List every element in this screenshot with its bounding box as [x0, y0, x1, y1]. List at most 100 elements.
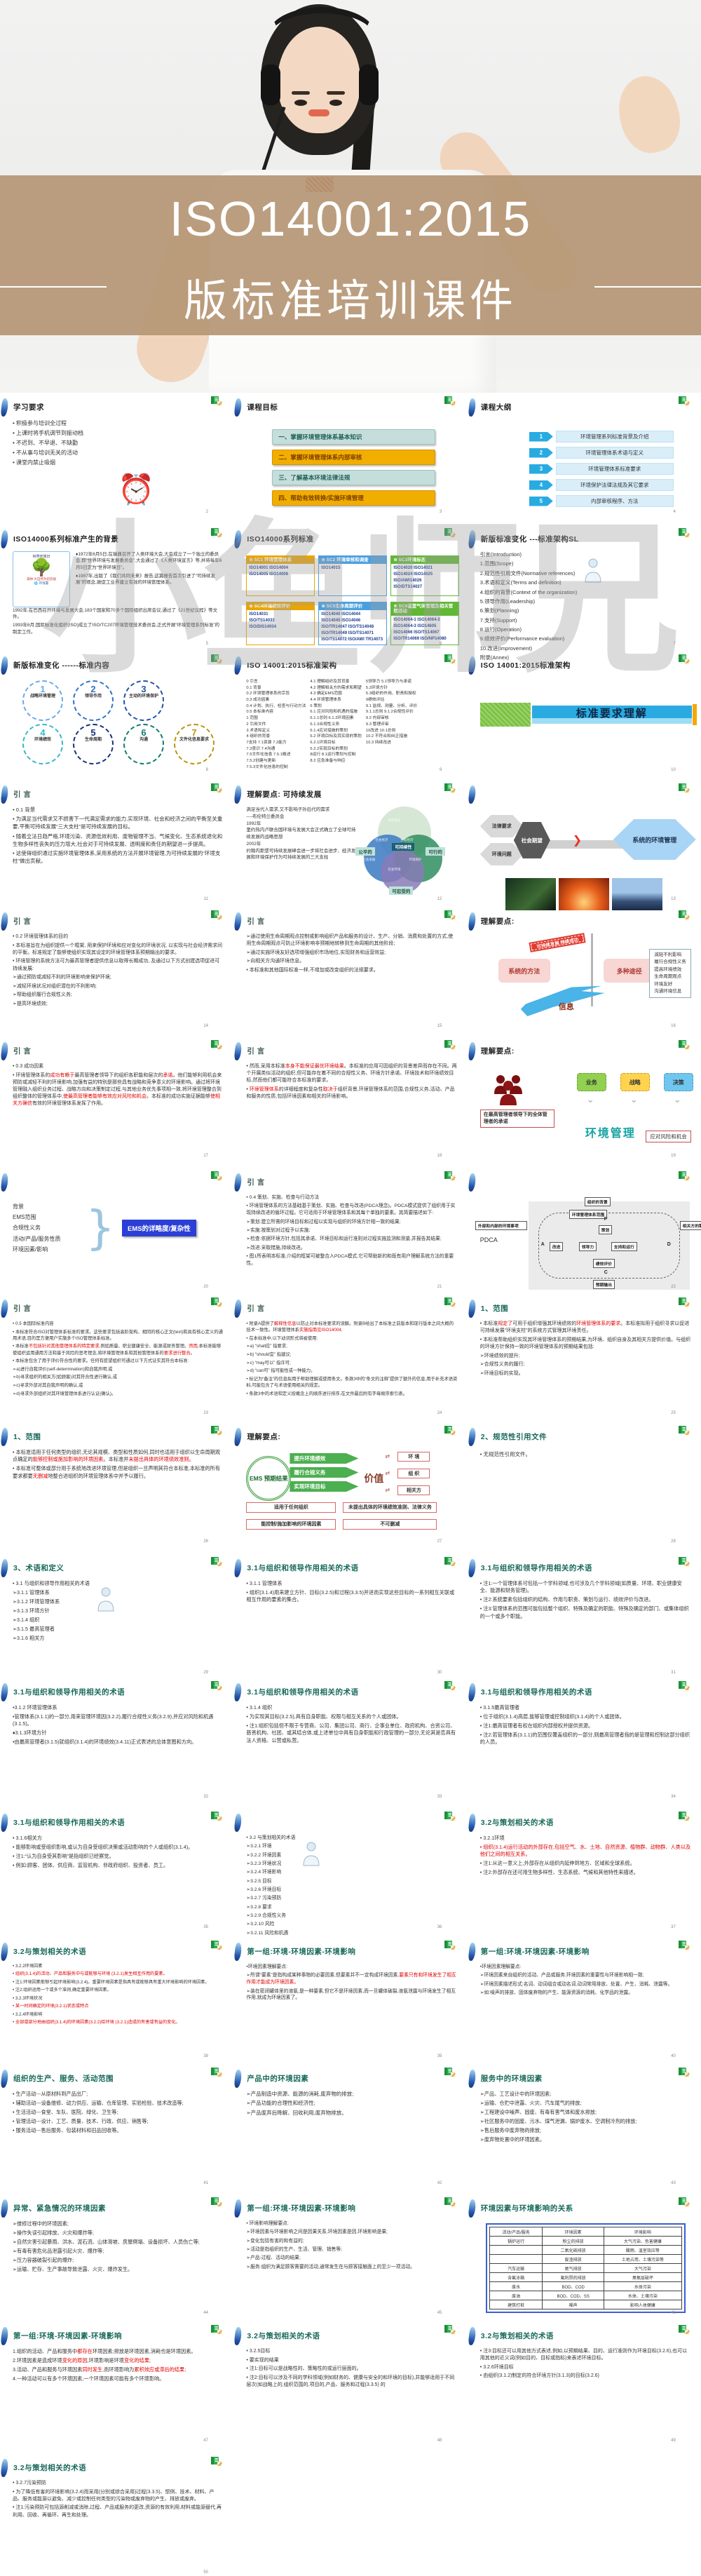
slide-title: 引 言	[13, 1046, 32, 1056]
slide-body: • 3.1.5最高管理者• 位于组织(3.1.4)高层,能够管理或控制组织(3.…	[468, 1701, 701, 1746]
iso-series-box-header: ⊕ SC4环境绩效评价	[247, 602, 315, 611]
circle-number: 7	[191, 727, 197, 738]
venn-text-line: 约翰内斯堡可持续发展峰会进一步将社会进步、经济发展和环境保护作为可持续发展的三大…	[246, 848, 356, 861]
notebook-icon	[444, 1940, 456, 1950]
tree-line: 0.2 环境管理体系的宗旨	[246, 692, 290, 696]
notebook-icon	[678, 396, 690, 406]
act-node: 改进	[549, 1242, 564, 1251]
slide-body: • 3.2 与策划相关的术语➢3.2.1 环境➢3.2.2 环境因素➢3.2.3…	[233, 1832, 467, 1938]
tree-line: 4.1 理解组织及其背景	[310, 680, 350, 684]
highlight-red-text: 成功有赖于	[50, 1072, 75, 1078]
brush-stroke-icon	[0, 1813, 9, 1833]
brush-stroke-icon	[234, 1173, 243, 1192]
flow-arrow: ⌄	[629, 1094, 638, 1105]
slide-header: 服务中的环境因素	[468, 2064, 701, 2089]
text-line: • 条款3中的术语和定义按概念上的顺序进行排序,在文件最后附有字母顺序索引表。	[246, 1391, 457, 1397]
highlight-red-text: 能够控制或施加影响的环境因素	[32, 1456, 104, 1463]
slide-body: • 0.1 背景• 为满足当代需求又不损害下一代满足需求的能力,实现环境、社会和…	[0, 804, 233, 865]
brush-stroke-icon	[468, 1427, 477, 1447]
iso-series-box-header: ⊕ SC1 环境管理体系	[247, 556, 315, 565]
slide-thumbnail: 环境因素与环境影响的关系活动/产品/服务环境因素环境影响锅炉运行粉尘的排放大气污…	[468, 2194, 701, 2317]
venn-center-label: 可持续性	[392, 843, 415, 851]
text-segment: ➢提高环境绩效;	[13, 1002, 48, 1007]
text-segment: • 服务活动---售后服务、包装材料和旧品回收等。	[13, 2126, 122, 2133]
text-line: • 0.3 成功因素	[13, 1063, 224, 1070]
slide-header	[468, 780, 701, 804]
slide-header: 2、规范性引用文件	[468, 1422, 701, 1447]
brush-stroke-icon	[234, 656, 243, 675]
text-segment: • 为了降低有害的环境影响(3.2.4)而采用(分别或综合采用)过程(3.3.5…	[13, 2489, 215, 2502]
slide-title: 第一组:环境-环境因素-环境影响	[480, 1947, 590, 1956]
objective-bar: 二、掌握环境管理体系内部审核	[272, 450, 436, 465]
ribbon-sign: 可持续发展 持续成功	[529, 933, 586, 952]
photo-strip	[480, 878, 691, 910]
text-segment: • 不从事与培训无关的活动	[13, 450, 79, 457]
text-line: ➢产品、工艺设计中的环境因素;	[480, 2091, 691, 2098]
course-title-line1: ISO14001:2015	[169, 191, 532, 246]
iso-code-line: ISO14005 ISO14006	[249, 572, 289, 577]
text-segment: • 注3:管理体系的范围可能包括整个组织、特殊及确定的职能、特殊及确定的部门、或…	[479, 1605, 689, 1619]
text-line: 6.策划(Planning)	[480, 607, 577, 615]
text-line: • 注1:环境因素能够引起环境影响(3.2.4)。重要环境因素是指具有或能够具有…	[13, 1980, 224, 1986]
slide-header: 3.2与策划相关的术语	[233, 2321, 467, 2346]
aspect-impact-table: 活动/产品/服务环境因素环境影响锅炉运行粉尘的排放大气污染、危害健康二氧化硫排放…	[489, 2227, 682, 2309]
tree-line: 10改进 10.1总则	[365, 728, 396, 733]
tree-line: 6.1.3合规性义务	[310, 722, 340, 727]
text-line: • 3.2 与策划相关的术语	[246, 1835, 295, 1842]
text-line: • 在本标准中,以下动词形式将被使用:	[246, 1335, 457, 1342]
page-number: 49	[671, 2439, 676, 2443]
hex-flow-diagram: 法律要求环境问题社会期望❯系统的环境管理	[479, 814, 696, 875]
environment-photo	[558, 878, 609, 910]
outline-number: 3	[529, 464, 553, 474]
slide-header: 引 言	[233, 1037, 467, 1061]
text-block: • 0.3 成功因素• 环境管理体系的成功有赖于最高管理者领导下的组织各职能和层…	[13, 1063, 224, 1107]
text-block: ➢产品制造中资源、能源的消耗,废弃物的排放;➢产品功能的合理性和经济性;➢产品废…	[246, 2091, 457, 2117]
page-number: 3	[440, 510, 442, 514]
text-line: • 积极参与培训全过程	[13, 419, 224, 428]
tree-line: 9.1 监视、测量、分析、评价	[365, 703, 418, 708]
leadership-node: 领导力	[578, 1242, 597, 1251]
check-node: 绩效评价	[592, 1259, 615, 1268]
table-cell: 臭氧层破坏	[603, 2272, 682, 2282]
highlight-red-text: 环境管理体系	[249, 1086, 279, 1092]
slide-title: 理解要点:	[247, 1432, 281, 1441]
venn-inner-label: 社会发展	[362, 858, 376, 861]
outline-number: 4	[529, 480, 553, 490]
pdca-letter: C	[604, 1270, 608, 1275]
brush-stroke-icon	[234, 1813, 243, 1833]
text-line: • 注1:组织包括但不限于专营商、公司、集团公司、商行、企事业单位、政府机构、合…	[246, 1722, 457, 1744]
notebook-icon	[678, 1556, 690, 1567]
text-line: ➢自然灾害引起暴雨、洪水、泥石流、山体滑坡、房屋倒塌、设备损坏、人员伤亡等;	[13, 2239, 224, 2246]
text-segment: • 生活活动---食堂、车队、医院、绿化、卫生等;	[13, 2108, 118, 2115]
text-line: ➢通过预防或减轻不利的环境影响来保护环境;	[13, 974, 224, 981]
text-segment: 可用于组织增强其环境绩效的	[512, 1321, 577, 1326]
slide-title: 理解要点:	[480, 917, 515, 926]
notebook-icon	[444, 910, 456, 920]
text-line: • 注1:最高管理者有权在组织内部授权并提供资源。	[480, 1722, 691, 1729]
text-line: ➢a) “shall应” 指要求;	[246, 1343, 457, 1349]
text-segment: 组织背景,环境管理体系的范围,合规性义务,活动、产品和服务的性质,包括环境因素和…	[246, 1086, 455, 1100]
slide-header: 3.1与组织和领导作用相关的术语	[233, 1553, 467, 1578]
brush-stroke-icon	[0, 1427, 9, 1447]
text-segment: ➢d)寻求外部组织对其环境管理体系进行认证(确认)。	[13, 1391, 116, 1396]
slide-header: 理解要点:	[233, 1422, 467, 1447]
text-line: 1.组织的活动、产品和服务中都存在环境因素;排放是环境因素,消耗也是环境因素。	[13, 2348, 224, 2355]
table-cell: BOD、COD、SS	[542, 2291, 604, 2300]
tree-line: 9.3 管理评审	[365, 722, 389, 727]
iso-code-line: ISO/DIS14034	[249, 625, 277, 630]
brace-glyph: }	[86, 1200, 115, 1255]
slide-title: 组织的生产、服务、活动范围	[13, 2074, 114, 2083]
text-block: • 3.1.1 管理体系• 组织(3.1.4)用来建立方针、目标(3.2.5)和…	[246, 1580, 457, 1604]
pdca-label: PDCA	[479, 1236, 498, 1243]
text-line: • 注1:目标可以是战略性的、策略性的或运行层面的。	[246, 2366, 457, 2373]
text-block: • 0.4 策划、实施、检查与行动方法• 环境管理体系的方法基础基于策划、实施、…	[246, 1194, 457, 1267]
text-line: ♦1972年6月5日,在瑞典召开了人类环境大会,大会成立了一个独立的委员会,即“…	[76, 551, 224, 571]
text-segment: • 标记为“备注”的信息拟用于帮助理解或使用条文。条款3中的“条文的注释”提供了…	[246, 1376, 458, 1388]
outline-label: 环境管理系列标准背景及介绍	[555, 431, 674, 443]
brush-stroke-icon	[468, 2199, 477, 2218]
